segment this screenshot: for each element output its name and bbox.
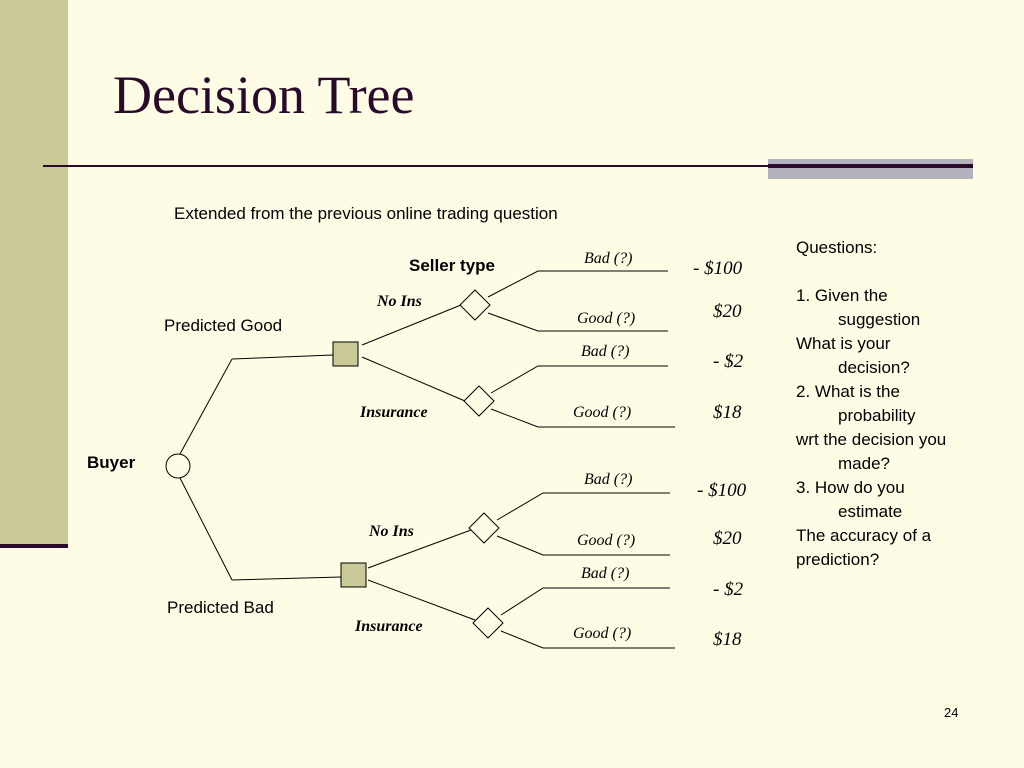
option-label-top-no-ins: No Ins (376, 293, 422, 310)
payoff-top-no-ins-good: $20 (713, 301, 742, 322)
chance-node-top-no-ins (459, 289, 491, 321)
payoff-bottom-no-ins-good: $20 (713, 528, 742, 549)
outcome-label-bottom-ins-bad: Bad (?) (581, 565, 629, 582)
edge-top-ins-bad (490, 365, 668, 394)
edge-root-to-predicted-bad (179, 477, 233, 581)
questions-panel: Questions: 1. Given the suggestion What … (796, 236, 996, 572)
title-rule (43, 165, 771, 167)
question-line: What is your (796, 334, 891, 353)
decision-node-predicted-bad (340, 562, 367, 588)
question-line-cont: suggestion (838, 310, 921, 329)
predicted-bad-label: Predicted Bad (167, 598, 274, 617)
questions-heading: Questions: (796, 238, 878, 257)
chance-node-bottom-no-ins (468, 512, 500, 544)
question-line: 2. What is the (796, 382, 900, 401)
sidebar-band (0, 0, 68, 545)
outcome-label-bottom-ins-good: Good (?) (573, 625, 631, 642)
decision-node-predicted-good (332, 341, 359, 367)
outcome-label-top-no-ins-bad: Bad (?) (584, 250, 632, 267)
option-label-bottom-insurance: Insurance (354, 618, 423, 635)
outcome-label-top-no-ins-good: Good (?) (577, 310, 635, 327)
question-line: 1. Given the (796, 286, 888, 305)
question-line: The accuracy of a (796, 526, 932, 545)
edge-bottom-no-ins-bad (496, 492, 670, 521)
edge-top-insurance (361, 356, 466, 402)
question-line: 3. How do you (796, 478, 905, 497)
question-line-cont: estimate (838, 502, 903, 521)
payoff-bottom-no-ins-bad: - $100 (697, 480, 747, 501)
edge-predicted-bad (231, 576, 342, 581)
outcome-label-bottom-no-ins-bad: Bad (?) (584, 471, 632, 488)
edge-bottom-ins-good (500, 630, 675, 649)
edge-top-ins-good (490, 408, 675, 428)
option-label-top-insurance: Insurance (359, 404, 428, 421)
question-line-cont: probability (838, 406, 916, 425)
outcome-label-bottom-no-ins-good: Good (?) (577, 532, 635, 549)
title-rule-accent-line (768, 164, 973, 168)
question-line-cont: decision? (838, 358, 910, 377)
sidebar-band-rule (0, 544, 68, 548)
predicted-good-label: Predicted Good (164, 316, 282, 335)
chance-node-root (165, 453, 191, 479)
root-label: Buyer (87, 453, 136, 472)
edge-bottom-no-ins-good (496, 535, 670, 556)
branch-header: Seller type (409, 256, 495, 275)
outcome-label-top-ins-good: Good (?) (573, 404, 631, 421)
question-line-cont: made? (838, 454, 890, 473)
page-number: 24 (944, 705, 959, 720)
payoff-top-ins-good: $18 (713, 402, 742, 423)
edge-bottom-ins-bad (500, 587, 670, 616)
question-line: wrt the decision you (796, 430, 947, 449)
chance-node-bottom-insurance (472, 607, 504, 639)
payoff-bottom-ins-bad: - $2 (713, 579, 744, 600)
chance-node-top-insurance (463, 385, 495, 417)
edge-root-to-predicted-good (179, 358, 233, 455)
slide-subtitle: Extended from the previous online tradin… (174, 204, 558, 223)
edge-predicted-good (231, 354, 334, 360)
question-line: prediction? (796, 550, 880, 569)
edge-top-no-ins-bad (487, 270, 668, 298)
option-label-bottom-no-ins: No Ins (368, 523, 414, 540)
edge-top-no-ins (361, 304, 462, 346)
edge-top-no-ins-good (487, 312, 668, 332)
slide-title: Decision Tree (113, 65, 415, 125)
payoff-bottom-ins-good: $18 (713, 629, 742, 650)
edge-bottom-insurance (367, 579, 476, 621)
payoff-top-ins-bad: - $2 (713, 351, 744, 372)
edge-bottom-no-ins (367, 529, 472, 569)
payoff-top-no-ins-bad: - $100 (693, 258, 743, 279)
outcome-label-top-ins-bad: Bad (?) (581, 343, 629, 360)
